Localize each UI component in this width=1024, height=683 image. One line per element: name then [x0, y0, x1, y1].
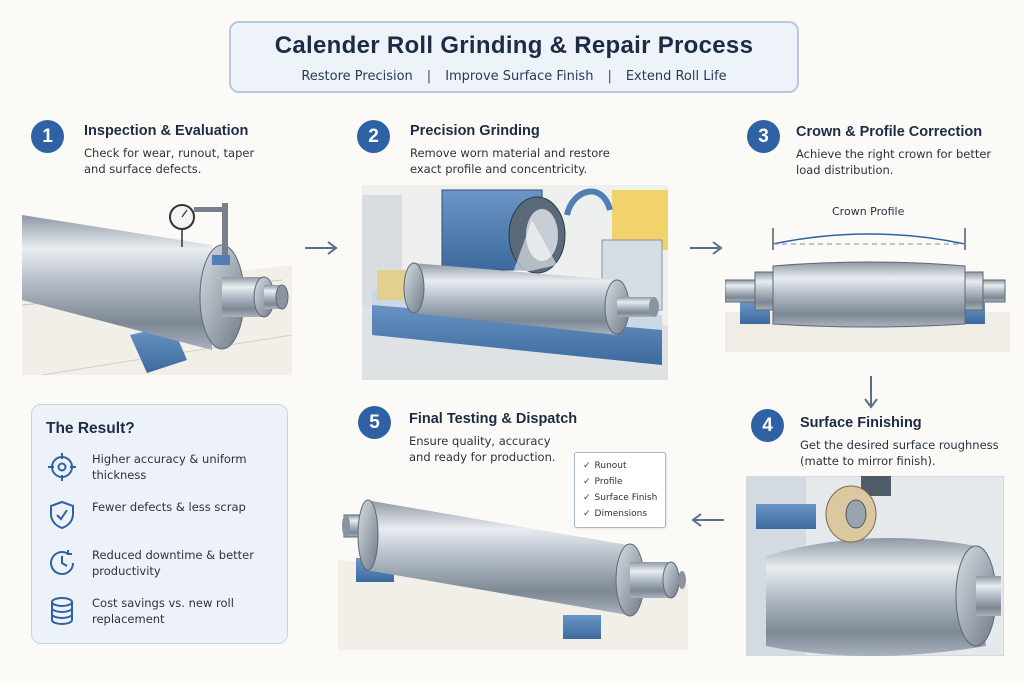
quality-checklist: ✓Runout ✓Profile ✓Surface Finish ✓Dimens… [574, 452, 666, 528]
step-2-title: Precision Grinding [410, 123, 540, 139]
checkmark-icon: ✓ [583, 477, 591, 487]
checkmark-icon: ✓ [583, 509, 591, 519]
step-5-description: Ensure quality, accuracy and ready for p… [409, 434, 556, 464]
arrow-down-icon [864, 376, 878, 409]
step-5-badge: 5 [358, 406, 391, 439]
crown-profile-label: Crown Profile [832, 205, 905, 218]
final-roll-illustration [338, 499, 688, 650]
checkmark-icon: ✓ [583, 461, 591, 471]
step-2-badge: 2 [357, 120, 390, 153]
result-item: Higher accuracy & uniform thickness [46, 451, 262, 483]
separator: | [607, 69, 612, 84]
subtitle-improve-finish: Improve Surface Finish [445, 69, 594, 84]
checklist-item: ✓Runout [583, 461, 627, 471]
checklist-item: ✓Surface Finish [583, 493, 658, 503]
subtitle-restore-precision: Restore Precision [301, 69, 413, 84]
result-panel: The Result? Higher accuracy & uniform th… [31, 404, 288, 644]
result-item: Cost savings vs. new roll replacement [46, 595, 262, 627]
step-1-title: Inspection & Evaluation [84, 123, 249, 139]
result-item-text: Fewer defects & less scrap [92, 500, 246, 514]
separator: | [426, 69, 432, 84]
subtitle-extend-life: Extend Roll Life [625, 69, 727, 84]
inspection-illustration [22, 203, 292, 375]
result-title: The Result? [46, 420, 135, 437]
shield-check-icon [50, 500, 74, 530]
step-3-badge: 3 [747, 120, 780, 153]
step-3-title: Crown & Profile Correction [796, 124, 983, 140]
result-item-text: Higher accuracy & uniform thickness [92, 452, 247, 482]
step-4-description: Get the desired surface roughness (matte… [800, 438, 999, 468]
step-3-description: Achieve the right crown for better load … [796, 147, 992, 177]
crown-profile-illustration [725, 228, 1010, 352]
result-item-text: Cost savings vs. new roll replacement [92, 596, 234, 626]
page-title: Calender Roll Grinding & Repair Process [274, 32, 754, 59]
arrow-right-icon [690, 241, 723, 255]
step-1-badge: 1 [31, 120, 64, 153]
result-item: Fewer defects & less scrap [46, 499, 262, 531]
coins-icon [51, 597, 73, 626]
step-5-title: Final Testing & Dispatch [409, 411, 578, 427]
target-icon [48, 453, 76, 481]
checklist-item: ✓Profile [583, 477, 623, 487]
step-4-badge: 4 [751, 409, 784, 442]
grinding-machine-illustration [362, 185, 668, 380]
result-item: Reduced downtime & better productivity [46, 547, 262, 579]
step-1-description: Check for wear, runout, taper and surfac… [84, 146, 255, 176]
result-item-text: Reduced downtime & better productivity [92, 548, 254, 578]
checklist-item: ✓Dimensions [583, 509, 648, 519]
checkmark-icon: ✓ [583, 493, 591, 503]
surface-finishing-illustration [746, 476, 1004, 656]
arrow-right-icon [305, 241, 338, 255]
clock-icon [50, 550, 74, 575]
step-2-description: Remove worn material and restore exact p… [410, 146, 610, 176]
arrow-left-icon [691, 513, 724, 527]
header-banner: Calender Roll Grinding & Repair Process … [229, 21, 799, 93]
header-subtitle: Restore Precision | Improve Surface Fini… [231, 69, 797, 84]
step-4-title: Surface Finishing [800, 415, 922, 431]
